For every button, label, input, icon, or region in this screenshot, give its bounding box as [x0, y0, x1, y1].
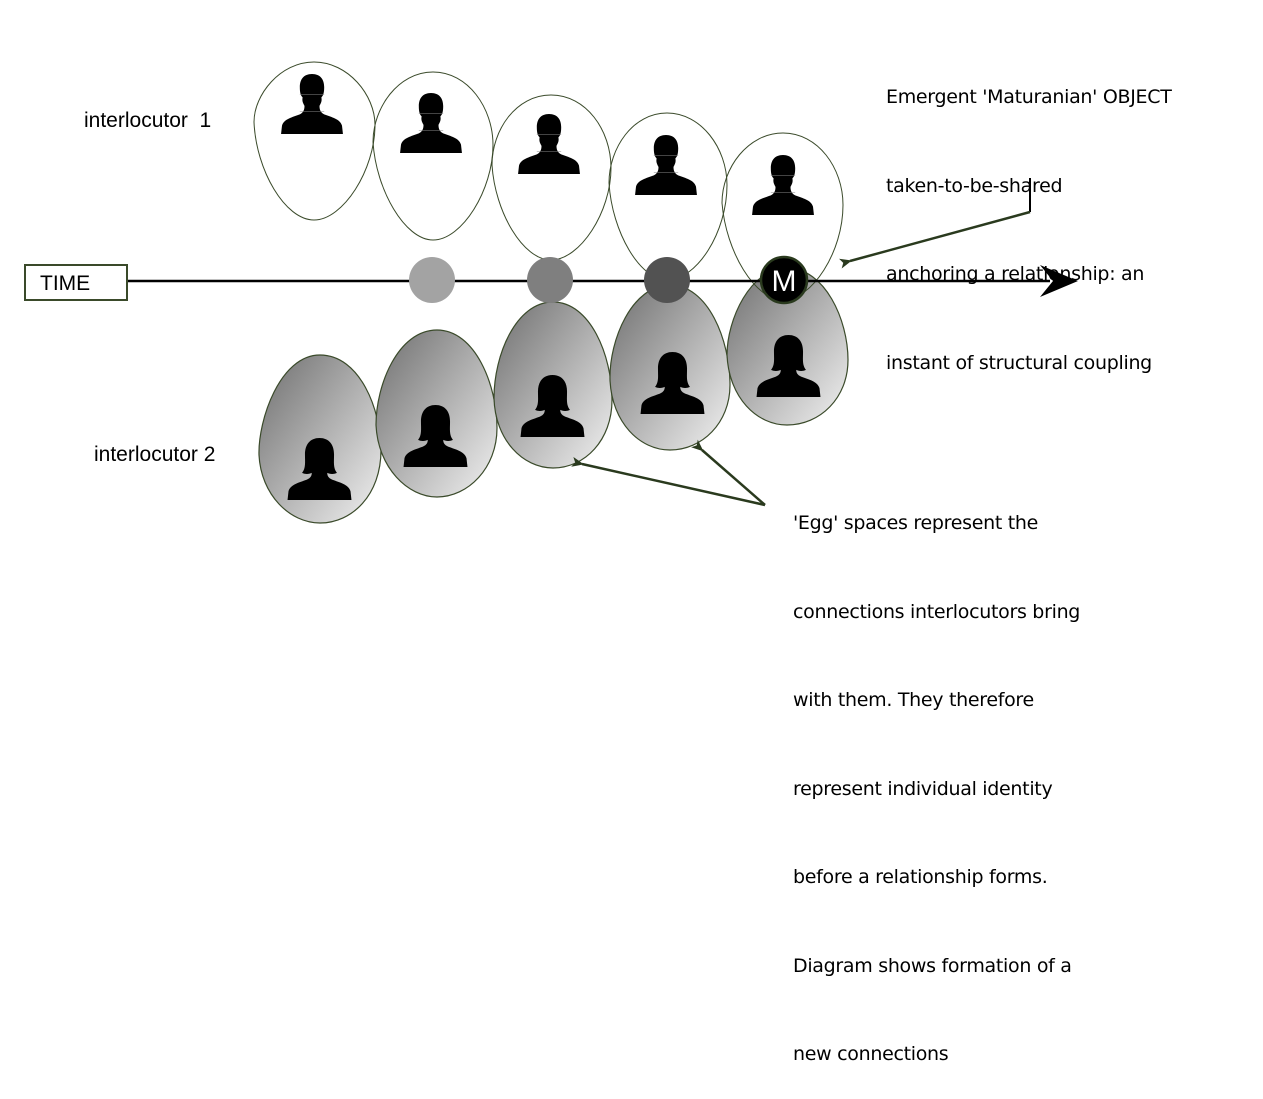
egg-1-2 — [372, 71, 494, 241]
connection-dot-3 — [644, 257, 690, 303]
interlocutor-2-label: interlocutor 2 — [94, 443, 215, 466]
male-person-icon — [634, 135, 698, 195]
egg-spaces-annotation: 'Egg' spaces represent the connections i… — [793, 450, 1080, 1099]
annotation-line: Emergent 'Maturanian' OBJECT — [886, 86, 1172, 108]
male-person-icon — [751, 155, 815, 215]
annotation-line: taken-to-be-shared — [886, 174, 1063, 197]
annotation-line: with them. They therefore — [793, 689, 1034, 711]
egg-1-1 — [253, 61, 376, 221]
annotation-line: new connections — [793, 1043, 949, 1065]
connection-dots: M — [409, 255, 809, 305]
annotation-line: before a relationship forms. — [793, 866, 1048, 888]
male-person-icon — [280, 74, 344, 134]
maturanian-object-label: M — [772, 265, 797, 298]
object-callout-arrow — [839, 210, 1031, 269]
egg-callout-arrow-2 — [691, 439, 766, 506]
maturanian-object-annotation: Emergent 'Maturanian' OBJECT taken-to-be… — [886, 24, 1172, 408]
interlocutor-1-eggs — [253, 61, 844, 301]
annotation-line: Diagram shows formation of a — [793, 954, 1072, 977]
annotation-line: anchoring a relationship: an — [886, 263, 1145, 285]
connection-dot-2 — [527, 257, 573, 303]
male-person-icon — [517, 114, 581, 174]
egg-callout-arrow-1 — [571, 456, 766, 507]
time-label-box — [24, 264, 128, 301]
annotation-line: represent individual identity — [793, 777, 1053, 800]
annotation-line: connections interlocutors bring — [793, 600, 1081, 623]
maturanian-object-dot — [759, 255, 809, 305]
interlocutor-1-label: interlocutor 1 — [84, 109, 211, 132]
structural-coupling-diagram: TIME M interlocutor 1 interlocutor 2 — [24, 61, 1078, 524]
annotation-line: 'Egg' spaces represent the — [793, 512, 1039, 534]
male-person-icon — [399, 93, 463, 153]
time-label: TIME — [40, 272, 90, 295]
time-axis-arrowhead — [1040, 265, 1078, 297]
annotation-line: instant of structural coupling — [886, 351, 1152, 374]
connection-dot-1 — [409, 257, 455, 303]
